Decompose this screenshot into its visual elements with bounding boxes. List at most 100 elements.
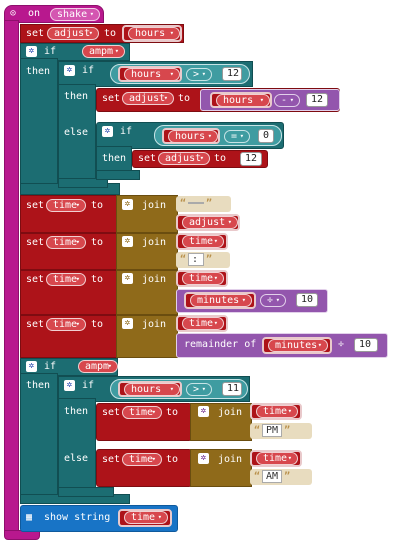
number-field[interactable]: 12 bbox=[240, 152, 262, 166]
chevron-down-icon: ▾ bbox=[75, 275, 80, 283]
divide-operator: ÷ bbox=[338, 339, 345, 350]
time-variable[interactable]: time▾ bbox=[182, 235, 224, 248]
chevron-down-icon: ▾ bbox=[201, 385, 206, 393]
gesture-dropdown[interactable]: shake▾ bbox=[50, 8, 100, 21]
time-variable[interactable]: time▾ bbox=[256, 405, 298, 418]
ampm-variable[interactable]: ampm▾ bbox=[78, 360, 118, 373]
chevron-down-icon: ▾ bbox=[114, 47, 119, 55]
set-label: set bbox=[26, 319, 45, 330]
set-label: set bbox=[26, 28, 45, 39]
to-label: to bbox=[91, 319, 104, 330]
hours-variable[interactable]: hours▾ bbox=[216, 94, 270, 107]
string-literal[interactable]: “” bbox=[176, 196, 231, 212]
gear-icon[interactable]: ✲ bbox=[102, 126, 113, 137]
if-hours-gt-spine bbox=[58, 398, 96, 494]
operator-dropdown[interactable]: >▾ bbox=[186, 68, 212, 81]
to-label: to bbox=[91, 237, 104, 248]
minutes-variable[interactable]: minutes▾ bbox=[190, 294, 252, 307]
chevron-down-icon: ▾ bbox=[151, 408, 156, 416]
to-label: to bbox=[214, 153, 227, 164]
join-label: join bbox=[142, 200, 167, 211]
gear-icon[interactable]: ✲ bbox=[64, 65, 75, 76]
variable-dropdown[interactable]: time▾ bbox=[46, 318, 86, 331]
variable-dropdown[interactable]: adjust▾ bbox=[47, 27, 99, 40]
number-field[interactable]: 12 bbox=[222, 67, 242, 81]
chevron-down-icon: ▾ bbox=[287, 407, 292, 415]
variable-dropdown[interactable]: time▾ bbox=[46, 199, 86, 212]
hours-variable[interactable]: hours▾ bbox=[168, 130, 218, 143]
hours-variable[interactable]: hours▾ bbox=[124, 383, 180, 396]
variable-dropdown[interactable]: time▾ bbox=[122, 406, 162, 419]
hours-variable[interactable]: hours▾ bbox=[124, 68, 180, 81]
to-label: to bbox=[104, 28, 117, 39]
string-literal[interactable]: “:” bbox=[176, 252, 230, 268]
chevron-down-icon: ▾ bbox=[75, 238, 80, 246]
chevron-down-icon: ▾ bbox=[169, 70, 174, 78]
variable-dropdown[interactable]: time▾ bbox=[46, 273, 86, 286]
number-field[interactable]: 0 bbox=[258, 129, 274, 143]
chevron-down-icon: ▾ bbox=[213, 274, 218, 282]
gear-icon[interactable]: ✲ bbox=[26, 361, 37, 372]
chevron-down-icon: ▾ bbox=[75, 201, 80, 209]
number-field[interactable]: 10 bbox=[354, 338, 378, 352]
gear-icon[interactable]: ✲ bbox=[122, 318, 133, 329]
radio-icon: ⊙ bbox=[10, 8, 17, 19]
set-label: set bbox=[26, 274, 45, 285]
variable-dropdown[interactable]: adjust▾ bbox=[158, 152, 210, 165]
time-variable[interactable]: time▾ bbox=[182, 317, 224, 330]
gear-icon[interactable]: ✲ bbox=[122, 273, 133, 284]
operator-dropdown[interactable]: ÷▾ bbox=[260, 294, 286, 307]
chevron-down-icon: ▾ bbox=[213, 319, 218, 327]
to-label: to bbox=[91, 274, 104, 285]
number-field[interactable]: 11 bbox=[222, 382, 242, 396]
join-label: join bbox=[142, 274, 167, 285]
gear-icon[interactable]: ✲ bbox=[122, 236, 133, 247]
string-literal[interactable]: “PM” bbox=[250, 423, 312, 439]
set-label: set bbox=[26, 237, 45, 248]
join-label: join bbox=[142, 237, 167, 248]
gear-icon[interactable]: ✲ bbox=[26, 46, 37, 57]
minutes-variable[interactable]: minutes▾ bbox=[268, 339, 328, 352]
gear-icon[interactable]: ✲ bbox=[64, 380, 75, 391]
chevron-down-icon: ▾ bbox=[289, 96, 294, 104]
chevron-down-icon: ▾ bbox=[317, 341, 322, 349]
string-literal[interactable]: “AM” bbox=[250, 469, 312, 485]
show-string-label: show string bbox=[44, 512, 111, 523]
join-label: join bbox=[142, 319, 167, 330]
time-variable[interactable]: time▾ bbox=[182, 272, 224, 285]
time-variable[interactable]: time▾ bbox=[256, 452, 298, 465]
number-field[interactable]: 10 bbox=[296, 293, 318, 307]
chevron-down-icon: ▾ bbox=[227, 218, 232, 226]
set-label: set bbox=[102, 407, 121, 418]
set-label: set bbox=[102, 454, 121, 465]
chevron-down-icon: ▾ bbox=[107, 362, 112, 370]
number-field[interactable]: 12 bbox=[306, 93, 328, 107]
operator-dropdown[interactable]: >▾ bbox=[186, 383, 212, 396]
remainder-label: remainder of bbox=[184, 339, 257, 350]
chevron-down-icon: ▾ bbox=[275, 296, 280, 304]
variable-dropdown[interactable]: time▾ bbox=[122, 453, 162, 466]
if-hours-gt-spine bbox=[58, 84, 96, 186]
adjust-variable[interactable]: adjust▾ bbox=[182, 216, 238, 229]
chevron-down-icon: ▾ bbox=[169, 29, 174, 37]
operator-dropdown[interactable]: -▾ bbox=[274, 94, 300, 107]
join-label: join bbox=[218, 454, 243, 465]
chevron-down-icon: ▾ bbox=[199, 154, 204, 162]
variable-dropdown[interactable]: adjust▾ bbox=[122, 92, 174, 105]
chevron-down-icon: ▾ bbox=[151, 455, 156, 463]
chevron-down-icon: ▾ bbox=[75, 320, 80, 328]
gear-icon[interactable]: ✲ bbox=[198, 406, 209, 417]
gear-icon[interactable]: ✲ bbox=[198, 453, 209, 464]
variable-dropdown[interactable]: time▾ bbox=[46, 236, 86, 249]
chevron-down-icon: ▾ bbox=[259, 96, 264, 104]
if-hours-eq-spine bbox=[96, 146, 132, 174]
chevron-down-icon: ▾ bbox=[89, 10, 94, 18]
chevron-down-icon: ▾ bbox=[88, 29, 93, 37]
operator-dropdown[interactable]: =▾ bbox=[224, 130, 250, 143]
gear-icon[interactable]: ✲ bbox=[122, 199, 133, 210]
if-hours-gt-bottom bbox=[58, 178, 108, 188]
set-label: set bbox=[26, 200, 45, 211]
hours-variable[interactable]: hours▾ bbox=[128, 27, 180, 40]
time-variable[interactable]: time▾ bbox=[124, 511, 168, 524]
ampm-variable[interactable]: ampm▾ bbox=[82, 45, 125, 58]
